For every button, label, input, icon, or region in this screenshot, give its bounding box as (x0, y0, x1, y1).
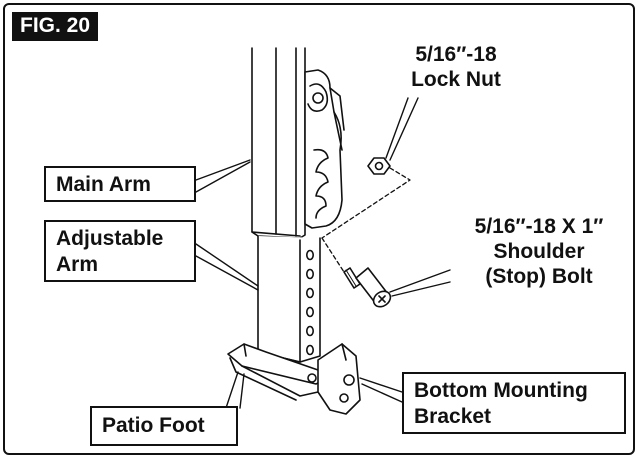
leader-bracket-2 (361, 383, 403, 403)
bottom-mounting-bracket (307, 343, 361, 415)
leader-bolt-2 (391, 281, 451, 297)
figure-number-tag: FIG. 20 (12, 12, 99, 41)
leader-patio-foot-2 (239, 373, 245, 409)
assembly-dashed-line (321, 167, 411, 273)
leader-main-arm-2 (195, 161, 251, 193)
leader-adjustable-arm-2 (195, 255, 259, 291)
leader-adjustable-arm (195, 243, 259, 287)
leader-bolt (389, 269, 451, 293)
adjustable-arm-tube (257, 235, 321, 363)
leader-lines (195, 97, 451, 409)
leader-lock-nut-2 (389, 97, 419, 161)
label-lock-nut: 5/16″-18 Lock Nut (411, 43, 501, 91)
adjustment-holes (305, 249, 314, 356)
leader-bracket (359, 377, 403, 393)
leader-lock-nut (385, 97, 409, 159)
main-arm-tube (251, 47, 306, 239)
label-adjustable-arm: Adjustable Arm (44, 220, 196, 282)
label-bottom-mounting-bracket: Bottom Mounting Bracket (402, 372, 626, 434)
lock-nut (367, 157, 391, 175)
shoulder-bolt (343, 267, 392, 308)
label-patio-foot: Patio Foot (90, 406, 238, 446)
label-shoulder-bolt: 5/16″-18 X 1″ Shoulder (Stop) Bolt (474, 215, 604, 288)
lever-latch (304, 69, 345, 229)
label-main-arm: Main Arm (44, 166, 196, 202)
leader-patio-foot (225, 371, 239, 409)
leader-main-arm (195, 159, 251, 181)
